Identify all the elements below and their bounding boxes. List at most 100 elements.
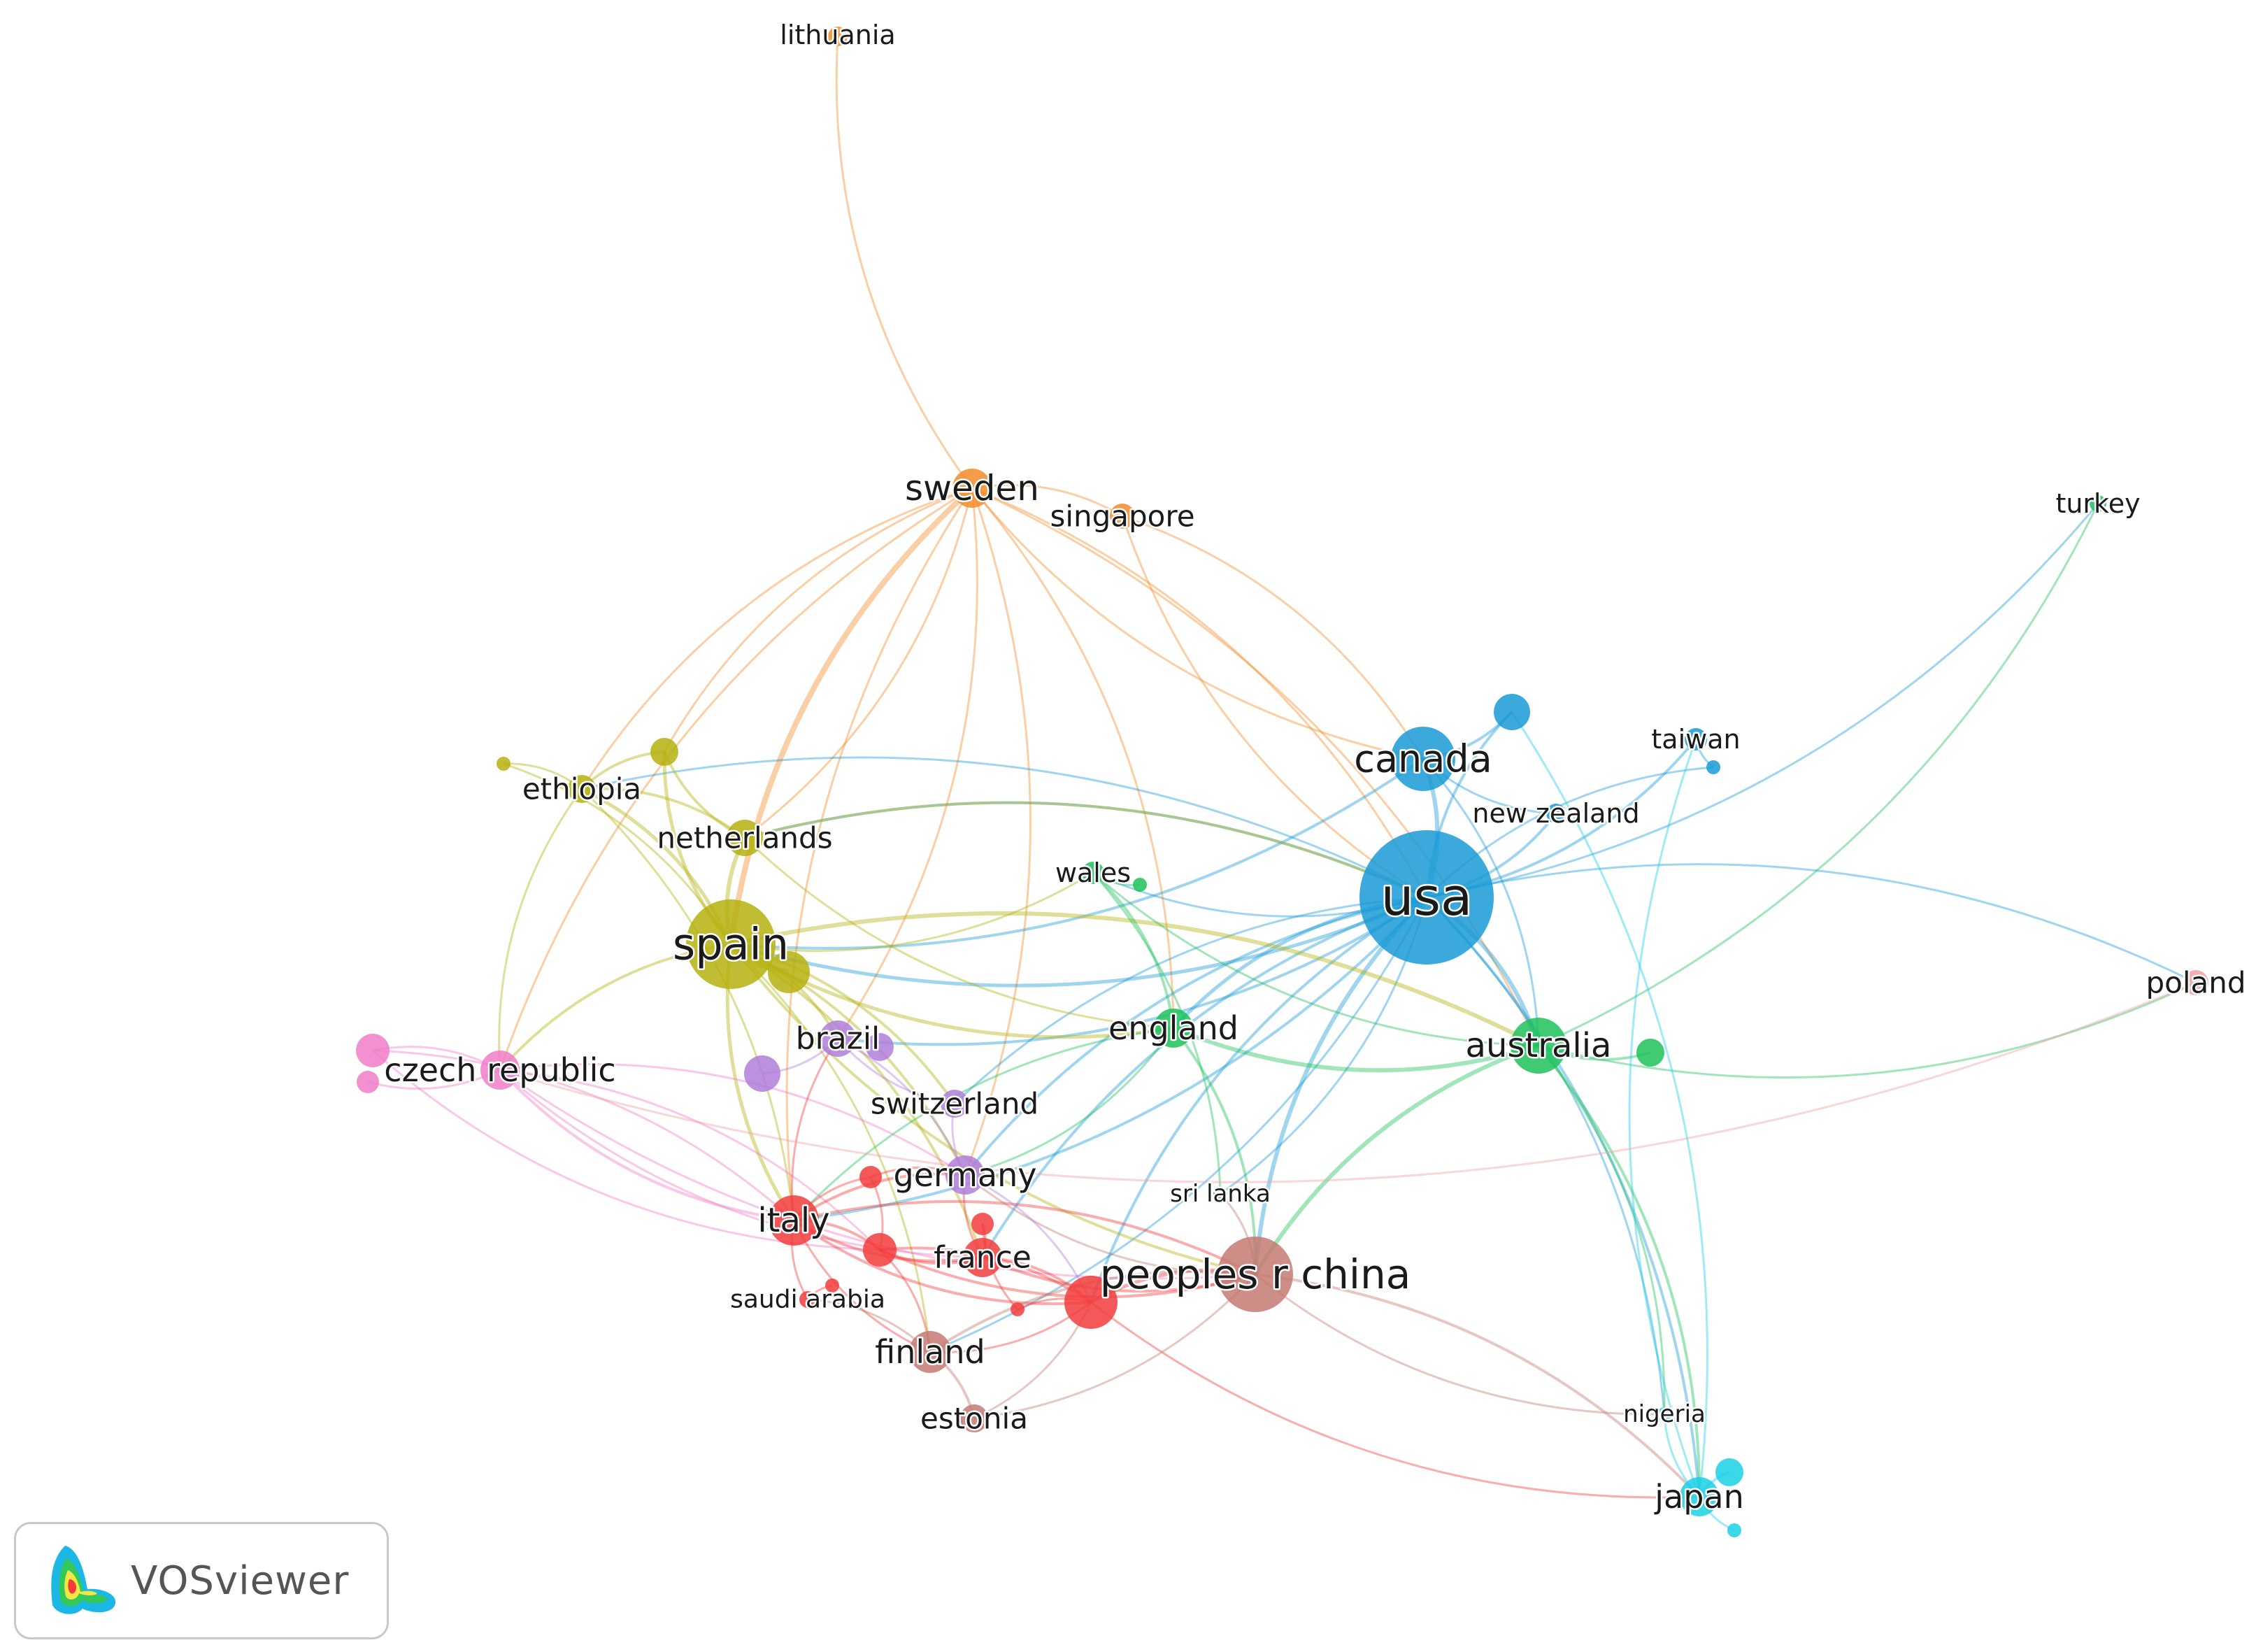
node-wales[interactable] [1082,862,1104,884]
node-purple-a[interactable] [866,1033,894,1061]
label-ethiopia: ethiopia [522,772,641,806]
node-japan[interactable] [1680,1477,1719,1516]
link-sweden-czech_republic [499,487,973,1071]
node-red-c[interactable] [971,1213,994,1235]
node-czech-republic[interactable] [480,1051,520,1090]
label-sweden: sweden [905,468,1039,508]
node-yellow-b[interactable] [650,738,678,766]
vosviewer-logo-text: VOSviewer [131,1558,350,1604]
label-australia: australia [1466,1026,1612,1065]
link-singapore-canada [1122,515,1425,760]
link-usa-germany [964,896,1427,1176]
node-taiwan[interactable] [1685,728,1707,750]
node-turkey[interactable] [2090,495,2106,512]
node-usa[interactable] [1359,830,1494,964]
node-blue-a[interactable] [1494,694,1530,730]
label-finland: finland [875,1333,985,1371]
node-singapore[interactable] [1110,504,1135,529]
link-sweden-brazil [836,487,978,1039]
node-cyan-a[interactable] [1715,1458,1743,1486]
link-usa-nigeria [1425,896,1666,1415]
node-purple-b[interactable] [744,1055,780,1092]
link-sweden-italy [785,487,973,1221]
label-nigeria: nigeria [1623,1400,1706,1428]
link-sweden-ethiopia [580,487,973,790]
node-cyan-b[interactable] [1727,1523,1741,1537]
node-red-d[interactable] [1064,1276,1118,1329]
node-green-b[interactable] [1636,1039,1664,1067]
node-yellow-c[interactable] [497,757,511,771]
node-australia[interactable] [1511,1018,1566,1074]
node-red-b[interactable] [863,1233,897,1267]
node-italy[interactable] [769,1195,819,1246]
link-japan-taiwan [1628,739,1701,1497]
node-red-e[interactable] [1011,1302,1025,1316]
label-sri-lanka: sri lanka [1170,1180,1271,1208]
label-saudi-arabia: saudi arabia [730,1286,885,1314]
node-blue-b[interactable] [1706,760,1720,774]
link-spain-finland [729,943,931,1353]
label-switzerland: switzerland [871,1087,1038,1121]
link-sweden-netherlands [744,487,973,839]
node-finland[interactable] [909,1331,951,1373]
link-sweden-usa [971,487,1428,898]
node-lithuania[interactable] [828,27,848,46]
link-australia-nigeria [1537,1045,1666,1415]
link-spain-wales [730,871,1094,953]
link-usa-poland [1426,863,2197,984]
node-switzerland[interactable] [941,1090,969,1118]
node-canada[interactable] [1391,727,1455,791]
link-australia-peoples_r_china [1253,1044,1539,1276]
node-germany[interactable] [945,1155,985,1195]
link-england-germany [964,1027,1175,1176]
node-france[interactable] [963,1238,1002,1277]
node-saudi-arabia[interactable] [799,1291,816,1308]
node-spain[interactable] [686,899,776,989]
link-usa-japan [1425,896,1701,1497]
node-sri-lanka[interactable] [1213,1187,1227,1201]
node-layer [356,27,2208,1537]
link-usa-netherlands [744,801,1427,899]
link-netherlands-england [743,836,1174,1030]
link-usa-spain [730,895,1428,988]
link-canada-australia [1422,758,1540,1046]
link-czech_republic-france [499,1069,983,1259]
label-peoples-r-china: peoples r china [1100,1251,1411,1298]
link-singapore-usa [1121,515,1427,899]
link-peoples_r_china-japan [1255,1273,1701,1498]
link-usa-turkey [1426,503,2099,899]
node-yellow-a[interactable] [768,951,810,993]
link-australia-japan [1537,1044,1701,1497]
link-italy-peoples_r_china [793,1199,1256,1276]
label-wales: wales [1055,857,1131,888]
link-australia-turkey [1538,503,2099,1047]
link-germany-brazil [837,1037,966,1176]
link-sweden-spain [728,486,974,945]
node-netherlands[interactable] [727,820,763,856]
node-pink-b[interactable] [357,1071,379,1093]
node-england[interactable] [1154,1009,1193,1048]
vosviewer-logo-icon [51,1546,116,1614]
link-czech_republic-germany [499,1063,966,1176]
node-sweden[interactable] [952,469,992,508]
node-nigeria[interactable] [1657,1407,1671,1421]
node-red-f[interactable] [825,1279,839,1293]
link-czech_republic-italy [499,1069,794,1222]
node-peoples-r-china[interactable] [1218,1237,1293,1312]
node-red-a[interactable] [859,1166,882,1188]
node-poland[interactable] [2183,970,2208,995]
label-england: england [1108,1009,1238,1047]
link-sweden-canada [971,487,1424,760]
link-italy-red_d [792,1219,1092,1306]
node-ethiopia[interactable] [568,775,596,803]
link-france-peoples_r_china [982,1256,1256,1293]
node-green-a[interactable] [1133,878,1147,892]
label-singapore: singapore [1050,499,1194,534]
node-estonia[interactable] [960,1404,988,1432]
node-new-zealand[interactable] [1546,804,1566,823]
node-pink-a[interactable] [356,1034,390,1067]
node-brazil[interactable] [820,1020,856,1057]
link-red_d-japan [1090,1301,1700,1499]
